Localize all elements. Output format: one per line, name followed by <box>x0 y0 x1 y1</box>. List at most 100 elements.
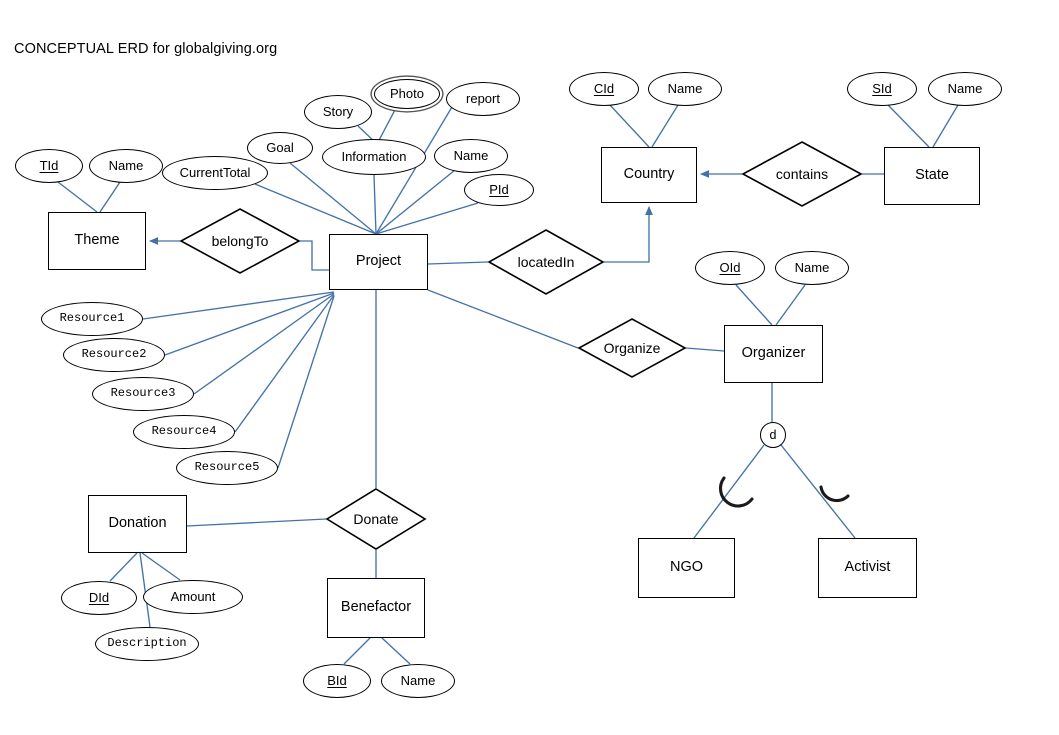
attribute-project-pid[interactable]: PId <box>464 174 534 206</box>
attribute-label: CurrentTotal <box>179 164 251 180</box>
subset-arc-ngo <box>718 476 754 508</box>
attribute-donation-did[interactable]: DId <box>61 581 137 615</box>
attribute-project-report[interactable]: report <box>446 82 520 116</box>
attribute-project-resource2[interactable]: Resource2 <box>63 338 165 372</box>
attribute-theme-name[interactable]: Name <box>89 149 163 183</box>
edge-state-sid <box>887 104 930 148</box>
attribute-label: Photo <box>390 85 424 101</box>
entity-label: State <box>915 167 949 184</box>
edge-spec-ngo <box>693 444 765 539</box>
relationship-organize[interactable]: Organize <box>577 318 687 378</box>
attribute-label: Resource1 <box>59 311 125 326</box>
attribute-label: TId <box>39 157 59 173</box>
attribute-organizer-oid[interactable]: OId <box>695 251 765 285</box>
diagram-title: CONCEPTUAL ERD for globalgiving.org <box>14 41 278 57</box>
entity-benefactor[interactable]: Benefactor <box>327 578 425 638</box>
edge-project-information <box>373 174 377 235</box>
entity-project[interactable]: Project <box>329 234 428 290</box>
attribute-benefactor-name[interactable]: Name <box>381 664 455 698</box>
attribute-label: Name <box>947 80 983 96</box>
attribute-label: Name <box>108 157 144 173</box>
attribute-label: OId <box>719 259 741 275</box>
edge-donation-did <box>109 552 138 582</box>
entity-donation[interactable]: Donation <box>88 495 187 553</box>
attribute-project-resource5[interactable]: Resource5 <box>176 451 278 485</box>
specialization-disjoint-circle[interactable]: d <box>760 422 786 448</box>
edge-organizer-oid <box>735 284 773 326</box>
edge-organizer-name <box>775 284 806 326</box>
edge-organize-organizer <box>685 347 725 352</box>
attribute-project-resource4[interactable]: Resource4 <box>133 415 235 449</box>
attribute-theme-tid[interactable]: TId <box>15 149 83 183</box>
attribute-label: Goal <box>266 139 294 155</box>
edge-project-resource1 <box>142 291 335 320</box>
entity-theme[interactable]: Theme <box>48 212 146 270</box>
attribute-state-sid[interactable]: SId <box>847 72 917 106</box>
attribute-donation-amount[interactable]: Amount <box>143 580 243 614</box>
entity-country[interactable]: Country <box>601 147 697 203</box>
attribute-label: Information <box>341 148 407 164</box>
edge-project-pid <box>375 202 479 235</box>
attribute-label: PId <box>489 181 509 197</box>
attribute-label: BId <box>327 672 347 688</box>
relationship-contains[interactable]: contains <box>741 141 863 207</box>
entity-label: Donation <box>108 515 167 532</box>
entity-organizer[interactable]: Organizer <box>724 325 823 383</box>
attribute-label: Resource4 <box>151 424 217 439</box>
attribute-label: DId <box>88 589 110 605</box>
entity-label: NGO <box>669 559 704 576</box>
attribute-state-name[interactable]: Name <box>928 72 1002 106</box>
attribute-project-resource3[interactable]: Resource3 <box>92 377 194 411</box>
edge-project-resource2 <box>164 292 335 356</box>
attribute-organizer-name[interactable]: Name <box>775 251 849 285</box>
attribute-project-goal[interactable]: Goal <box>247 132 313 164</box>
attribute-label: Story <box>322 103 354 119</box>
attribute-label: CId <box>593 80 615 96</box>
edge-benefactor-name <box>381 637 411 665</box>
entity-label: Organizer <box>741 345 806 362</box>
attribute-project-information[interactable]: Information <box>322 139 426 175</box>
edge-project-resource5 <box>277 295 335 469</box>
attribute-label: SId <box>872 80 892 96</box>
edge-belongto-project <box>300 240 329 271</box>
attribute-donation-description[interactable]: Description <box>95 627 199 661</box>
attribute-label: Name <box>453 147 489 163</box>
entity-state[interactable]: State <box>884 147 980 205</box>
attribute-benefactor-bid[interactable]: BId <box>303 664 371 698</box>
relationship-belongto[interactable]: belongTo <box>179 208 301 274</box>
edge-state-name <box>932 104 959 148</box>
entity-label: Project <box>355 253 402 270</box>
attribute-information-story[interactable]: Story <box>304 95 372 129</box>
attribute-country-name[interactable]: Name <box>648 72 722 106</box>
attribute-information-photo[interactable]: Photo <box>374 79 440 109</box>
edge-donation-amount <box>141 552 181 581</box>
attribute-project-currenttotal[interactable]: CurrentTotal <box>162 156 268 190</box>
attribute-project-resource1[interactable]: Resource1 <box>41 302 143 336</box>
relationship-donate[interactable]: Donate <box>325 488 427 550</box>
entity-ngo[interactable]: NGO <box>638 538 735 598</box>
entity-activist[interactable]: Activist <box>818 538 917 598</box>
attribute-project-name[interactable]: Name <box>434 139 508 173</box>
attribute-label: Name <box>400 672 436 688</box>
edge-project-name <box>375 169 456 235</box>
attribute-label: Resource5 <box>194 460 260 475</box>
edge-project-resource3 <box>193 293 335 395</box>
edge-project-resource4 <box>234 294 335 433</box>
entity-label: Country <box>623 166 675 183</box>
entity-label: Activist <box>844 559 891 576</box>
attribute-label: Description <box>107 636 187 651</box>
attribute-label: Amount <box>170 588 216 604</box>
subset-arc-activist <box>819 485 850 503</box>
attribute-label: Resource3 <box>110 386 176 401</box>
edge-benefactor-bid <box>343 637 371 665</box>
edge-country-name <box>651 104 679 148</box>
relationship-locatedin[interactable]: locatedIn <box>487 229 605 295</box>
attribute-label: Name <box>794 259 830 275</box>
entity-label: Theme <box>74 232 120 249</box>
attribute-country-cid[interactable]: CId <box>569 72 639 106</box>
edge-theme-name <box>99 181 121 213</box>
specialization-symbol: d <box>769 428 777 442</box>
edge-project-locatedin <box>427 261 489 265</box>
entity-label: Benefactor <box>340 599 412 616</box>
